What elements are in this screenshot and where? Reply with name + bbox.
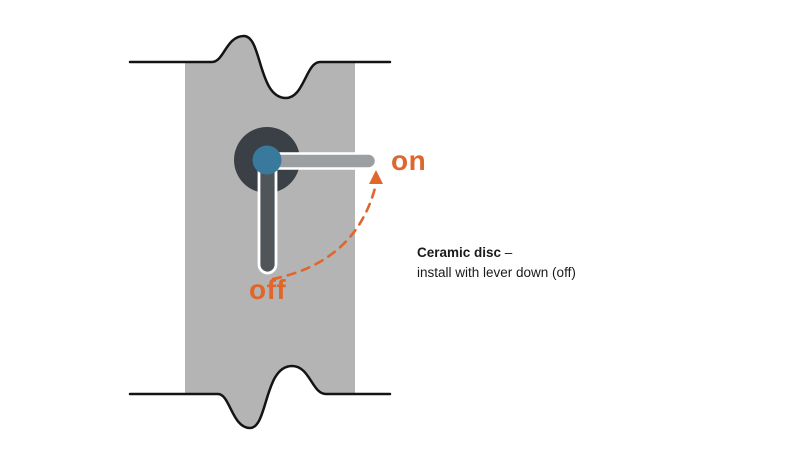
label-off: off [249, 274, 287, 305]
pipe-break-mask-top [120, 0, 395, 98]
rotation-arrowhead-icon [369, 170, 383, 184]
rotation-arc [271, 186, 377, 281]
caption-line2: install with lever down (off) [417, 265, 576, 280]
caption-title: Ceramic disc [417, 245, 502, 260]
break-line-top [128, 34, 392, 100]
valve-spindle-circle [252, 145, 282, 175]
label-on: on [391, 145, 427, 176]
pipe-break-mask-bottom [120, 366, 395, 450]
caption-separator: – [501, 245, 513, 260]
break-line-bottom [128, 364, 392, 430]
caption: Ceramic disc – install with lever down (… [417, 243, 647, 283]
